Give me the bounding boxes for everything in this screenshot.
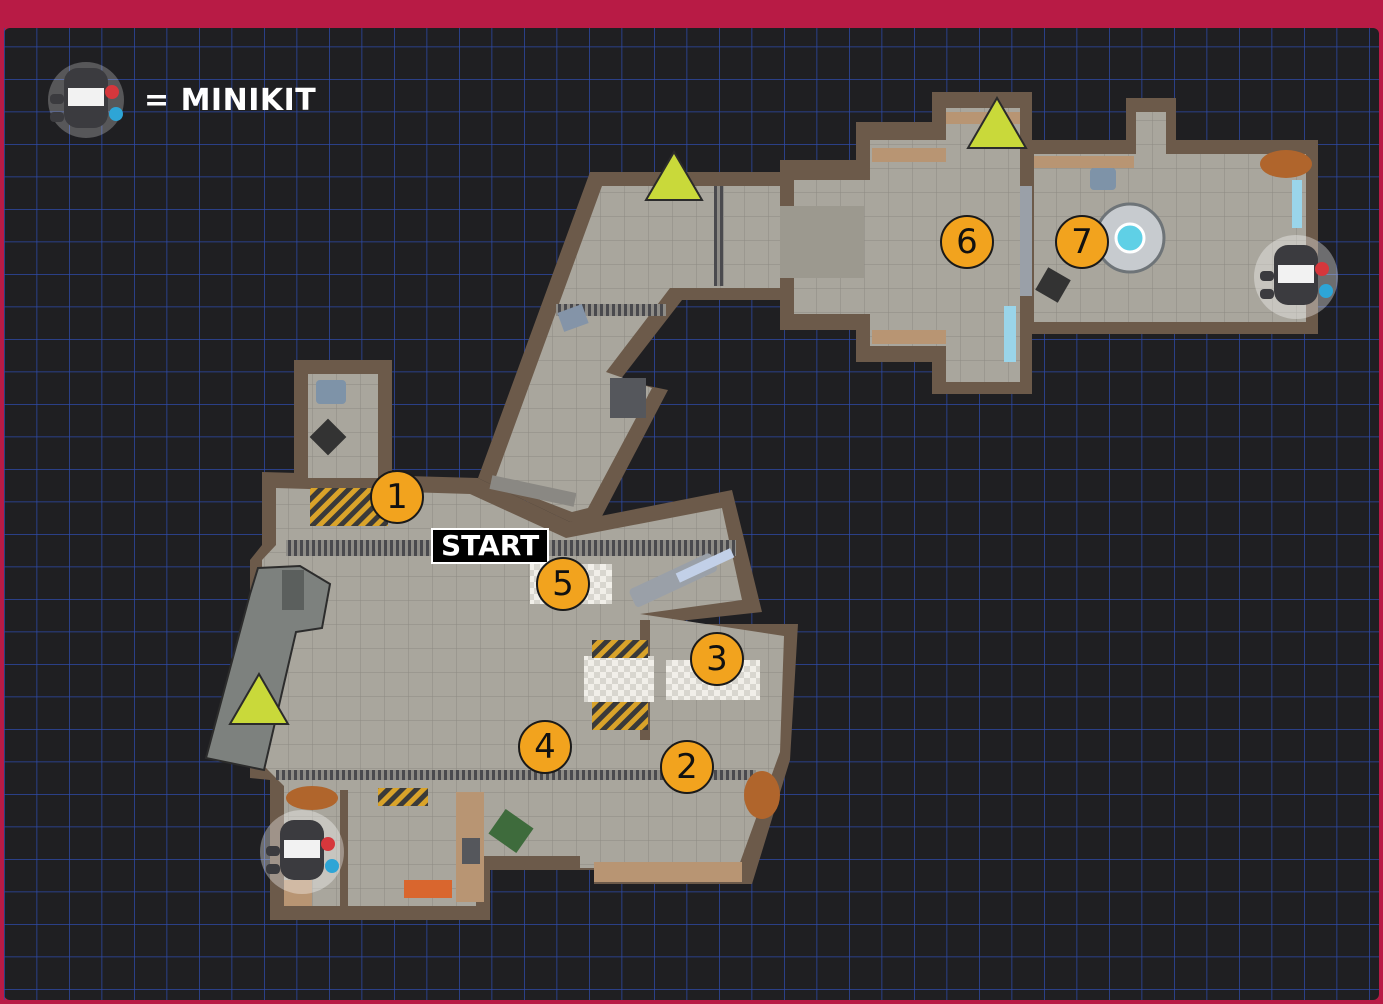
marker-2: 2 (660, 740, 714, 794)
marker-4: 4 (518, 720, 572, 774)
legend-label: = MINIKIT (144, 82, 317, 118)
triangle-marker (644, 150, 704, 201)
legend-icon-slot (46, 60, 126, 140)
triangle-marker (228, 672, 290, 725)
marker-1: 1 (370, 470, 424, 524)
minikit-pickup-right (1254, 235, 1338, 319)
upper-left-room (294, 360, 392, 478)
room-7 (1032, 98, 1318, 334)
marker-5: 5 (536, 557, 590, 611)
minikit-pickup-bottom-left (260, 810, 344, 894)
marker-7: 7 (1055, 215, 1109, 269)
lower-room (250, 472, 798, 920)
legend: = MINIKIT (46, 60, 316, 140)
diagonal-corridor (478, 172, 800, 522)
turret-prop (629, 548, 735, 607)
start-label: START (431, 528, 550, 564)
marker-6: 6 (940, 215, 994, 269)
marker-3: 3 (690, 632, 744, 686)
minikit-icon (48, 62, 124, 138)
triangle-marker (966, 96, 1028, 149)
